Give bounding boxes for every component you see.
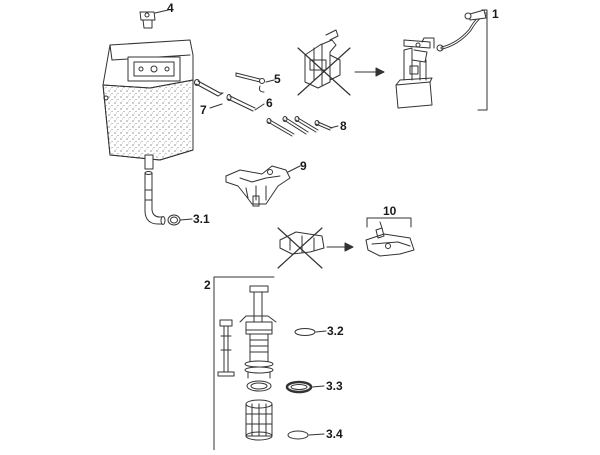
part-10: [365, 221, 415, 257]
label-part-3-1: 3.1: [193, 212, 210, 226]
screw-5: [235, 72, 275, 93]
bolt-7: [194, 79, 224, 109]
label-part-3-3: 3.3: [326, 379, 343, 393]
screws-8: [266, 116, 339, 137]
label-part-8: 8: [340, 119, 347, 133]
flush-valve-2: [239, 285, 277, 379]
bracket-10: [366, 217, 412, 228]
arrow-middle: [326, 242, 354, 252]
ring-3-3: [285, 380, 313, 394]
old-fill-valve-crossed: [297, 29, 351, 96]
ring-3-2: [294, 328, 316, 336]
bracket-1: [477, 9, 488, 111]
bracket-2: [213, 276, 275, 451]
label-part-3-4: 3.4: [326, 427, 343, 441]
label-part-10: 10: [383, 204, 397, 218]
arrow-top: [354, 67, 385, 77]
label-part-2: 2: [204, 278, 211, 292]
key-tool: [217, 319, 235, 377]
label-part-1: 1: [492, 7, 499, 21]
fitting-4: [139, 9, 169, 29]
ring-2: [246, 380, 272, 392]
label-part-9: 9: [300, 159, 307, 173]
flush-pipe: [144, 171, 166, 225]
label-part-3-2: 3.2: [327, 324, 344, 338]
cistern-tank: [102, 39, 194, 170]
label-part-6: 6: [266, 96, 273, 110]
fill-valve-1: [395, 37, 435, 109]
label-part-7: 7: [200, 103, 207, 117]
leader-3-1: [179, 218, 193, 221]
strainer: [245, 399, 273, 441]
old-part-crossed: [277, 227, 325, 269]
bracket-9: [225, 165, 301, 207]
label-part-5: 5: [274, 72, 281, 86]
ring-3-4: [287, 430, 309, 440]
label-part-4: 4: [167, 1, 174, 15]
hose: [436, 9, 488, 52]
screw-6: [226, 94, 265, 112]
